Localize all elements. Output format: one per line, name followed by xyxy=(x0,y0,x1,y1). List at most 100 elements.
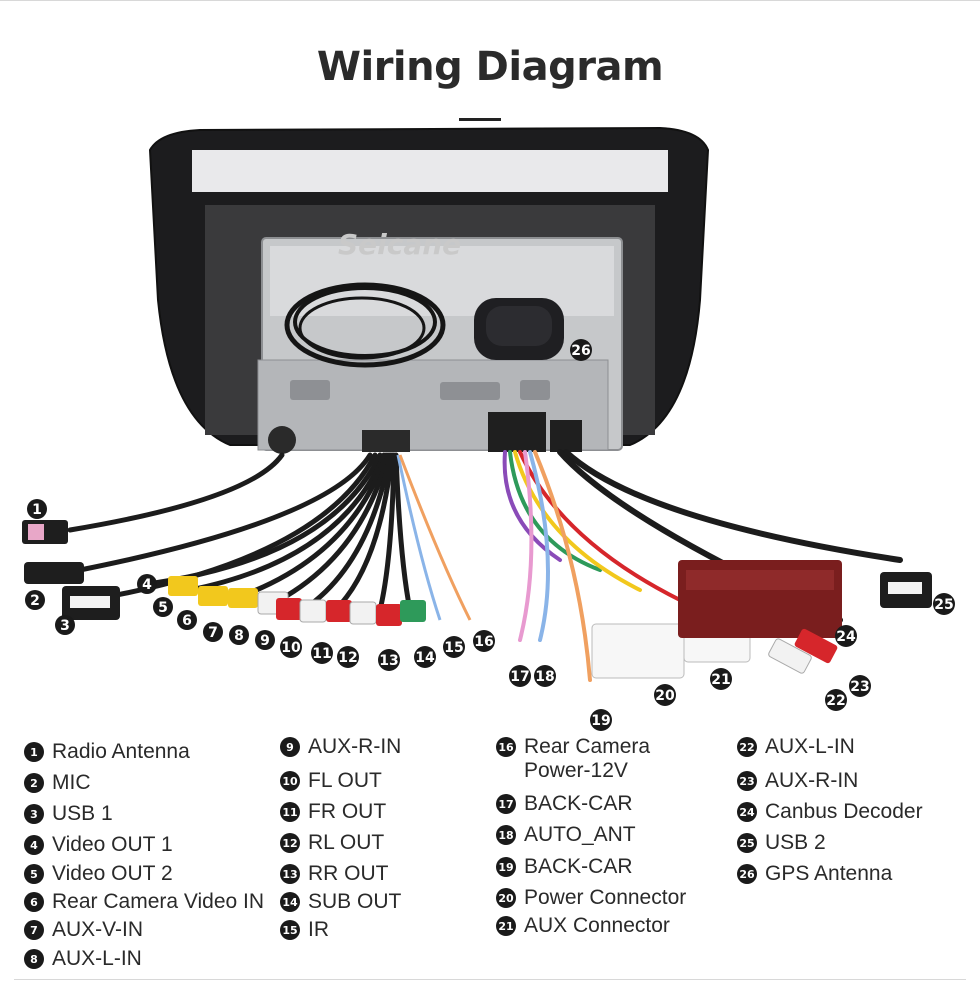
svg-text:8: 8 xyxy=(234,628,244,644)
svg-text:10: 10 xyxy=(281,640,301,656)
marker-18: 18 xyxy=(534,665,556,687)
legend-label-line2: Power-12V xyxy=(524,759,628,782)
marker-6: 6 xyxy=(177,610,197,630)
marker-2: 2 xyxy=(25,590,45,610)
rear-panel-details xyxy=(290,380,550,400)
right-wire-bundle xyxy=(502,449,903,682)
legend-item-video-out-1: 4 Video OUT 1 xyxy=(24,833,173,857)
legend-item-sub-out: 14 SUB OUT xyxy=(280,890,401,914)
svg-text:4: 4 xyxy=(142,577,152,593)
marker-19: 19 xyxy=(590,709,612,731)
rear-connector-left xyxy=(362,430,410,452)
legend-label: AUX-L-IN xyxy=(765,735,855,758)
legend-badge: 5 xyxy=(24,864,44,884)
left-wire-bundle xyxy=(67,452,413,613)
legend-label: USB 1 xyxy=(52,802,113,825)
legend-badge: 21 xyxy=(496,916,516,936)
marker-23: 23 xyxy=(849,675,871,697)
marker-4: 4 xyxy=(137,574,157,594)
power-connector xyxy=(591,623,685,679)
svg-text:14: 14 xyxy=(415,650,435,666)
svg-text:20: 20 xyxy=(655,688,675,704)
page-title: Wiring Diagram xyxy=(316,44,664,90)
svg-text:26: 26 xyxy=(571,343,590,359)
legend-label: Video OUT 2 xyxy=(52,862,173,885)
bezel-inner-top xyxy=(192,150,668,192)
legend-label: FR OUT xyxy=(308,800,387,823)
title-underline xyxy=(459,118,501,121)
legend-label: USB 2 xyxy=(765,831,826,854)
legend-badge: 8 xyxy=(24,949,44,969)
marker-14: 14 xyxy=(414,646,436,668)
legend-label: AUX-V-IN xyxy=(52,918,144,941)
marker-12: 12 xyxy=(337,646,359,668)
legend-label: AUTO_ANT xyxy=(524,823,636,846)
legend-item-video-out-2: 5 Video OUT 2 xyxy=(24,862,173,886)
legend-badge: 9 xyxy=(280,737,300,757)
marker-5: 5 xyxy=(153,597,173,617)
marker-11: 11 xyxy=(311,642,333,664)
legend-badge: 14 xyxy=(280,892,300,912)
legend-label-line1: Rear Camera xyxy=(524,735,651,758)
legend-label: GPS Antenna xyxy=(765,862,893,885)
wiring-illustration: Seicane xyxy=(22,126,955,731)
legend-item-auto-ant: 18 AUTO_ANT xyxy=(496,823,636,847)
marker-9: 9 xyxy=(255,630,275,650)
legend-badge: 18 xyxy=(496,825,516,845)
marker-22: 22 xyxy=(825,689,847,711)
legend-label: RL OUT xyxy=(308,831,385,854)
callout-markers: 1 2 3 4 5 6 7 8 9 10 11 12 13 14 15 16 1… xyxy=(25,339,955,731)
legend-badge: 4 xyxy=(24,835,44,855)
legend-badge: 20 xyxy=(496,888,516,908)
aux-rca-left xyxy=(768,638,812,674)
rear-connector-right xyxy=(550,420,582,452)
legend-label: BACK-CAR xyxy=(524,792,633,815)
svg-text:18: 18 xyxy=(535,669,554,685)
legend-label: SUB OUT xyxy=(308,890,402,913)
legend-label: MIC xyxy=(52,771,91,794)
svg-text:23: 23 xyxy=(850,679,869,695)
legend-badge: 2 xyxy=(24,773,44,793)
legend-badge: 11 xyxy=(280,802,300,822)
legend-badge: 16 xyxy=(496,737,516,757)
marker-24: 24 xyxy=(835,625,857,647)
marker-3: 3 xyxy=(55,615,75,635)
legend-badge: 24 xyxy=(737,802,757,822)
legend-badge: 23 xyxy=(737,771,757,791)
marker-1: 1 xyxy=(27,499,47,519)
legend-item-usb2: 25 USB 2 xyxy=(737,831,826,855)
marker-17: 17 xyxy=(509,665,531,687)
svg-text:13: 13 xyxy=(379,653,398,669)
rca-plug-row xyxy=(168,576,426,626)
marker-26: 26 xyxy=(570,339,592,361)
svg-text:24: 24 xyxy=(836,629,856,645)
legend-badge: 3 xyxy=(24,804,44,824)
legend-label: Video OUT 1 xyxy=(52,833,173,856)
legend-badge: 25 xyxy=(737,833,757,853)
marker-7: 7 xyxy=(203,622,223,642)
svg-text:17: 17 xyxy=(510,669,529,685)
mic-plug xyxy=(24,562,84,584)
aux-rca-right xyxy=(794,628,838,664)
svg-text:11: 11 xyxy=(312,646,331,662)
legend-label: IR xyxy=(308,918,329,941)
svg-text:12: 12 xyxy=(338,650,357,666)
svg-text:6: 6 xyxy=(182,613,192,629)
antenna-socket xyxy=(268,426,296,454)
legend-badge: 17 xyxy=(496,794,516,814)
legend-label: Power Connector xyxy=(524,886,687,909)
